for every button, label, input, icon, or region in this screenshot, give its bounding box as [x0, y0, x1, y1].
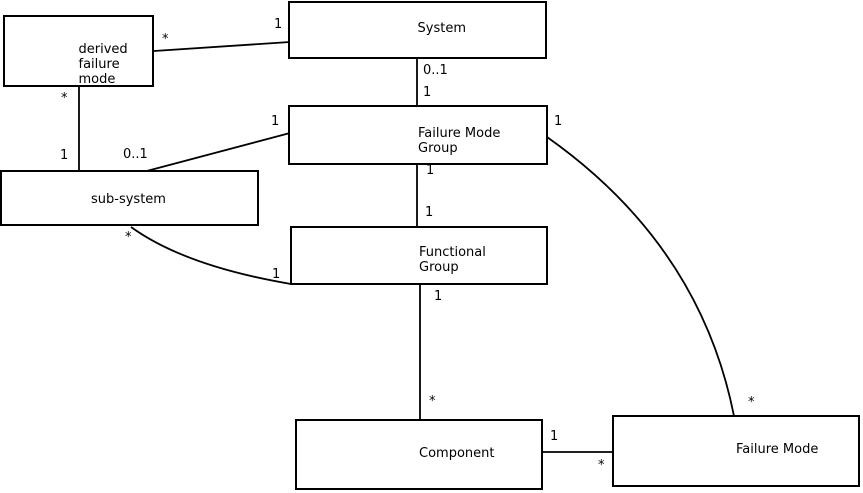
multiplicity-label: 1	[271, 114, 280, 129]
node-failure-mode: Failure Mode	[612, 415, 860, 487]
node-label: Failure Mode	[736, 442, 819, 457]
node-functional-group: Functional Group	[290, 226, 548, 285]
multiplicity-label: 1	[554, 114, 563, 129]
multiplicity-label: *	[598, 458, 605, 473]
edge-derived-failure-mode-system	[153, 41, 291, 52]
multiplicity-label: 0..1	[123, 147, 148, 162]
node-component: Component	[295, 419, 543, 490]
edge-failure-mode-group-sub-system	[142, 132, 291, 173]
node-system: System	[288, 1, 547, 59]
node-sub-system: sub-system	[0, 170, 259, 226]
node-label: System	[417, 21, 466, 36]
multiplicity-label: 1	[425, 205, 434, 220]
multiplicity-label: 1	[423, 85, 432, 100]
multiplicity-label: *	[162, 32, 169, 47]
node-label: Component	[419, 446, 495, 461]
multiplicity-label: 0..1	[423, 63, 448, 78]
node-derived-failure-mode: derived failure mode	[3, 15, 154, 87]
node-label: sub-system	[91, 192, 166, 207]
multiplicity-label: 1	[434, 289, 443, 304]
node-label: Functional Group	[419, 245, 486, 275]
node-failure-mode-group: Failure Mode Group	[288, 105, 548, 165]
multiplicity-label: 1	[550, 429, 559, 444]
edge-failure-mode-group-failure-mode	[546, 136, 735, 417]
multiplicity-label: 1	[60, 148, 69, 163]
multiplicity-label: *	[61, 91, 68, 106]
multiplicity-label: 1	[272, 267, 281, 282]
multiplicity-label: 1	[426, 163, 435, 178]
edge-sub-system-functional-group	[130, 226, 292, 285]
node-label: Failure Mode Group	[418, 126, 501, 156]
multiplicity-label: *	[429, 394, 436, 409]
multiplicity-label: 1	[274, 17, 283, 32]
multiplicity-label: *	[748, 395, 755, 410]
multiplicity-label: *	[125, 230, 132, 245]
node-label: derived failure mode	[78, 42, 128, 87]
